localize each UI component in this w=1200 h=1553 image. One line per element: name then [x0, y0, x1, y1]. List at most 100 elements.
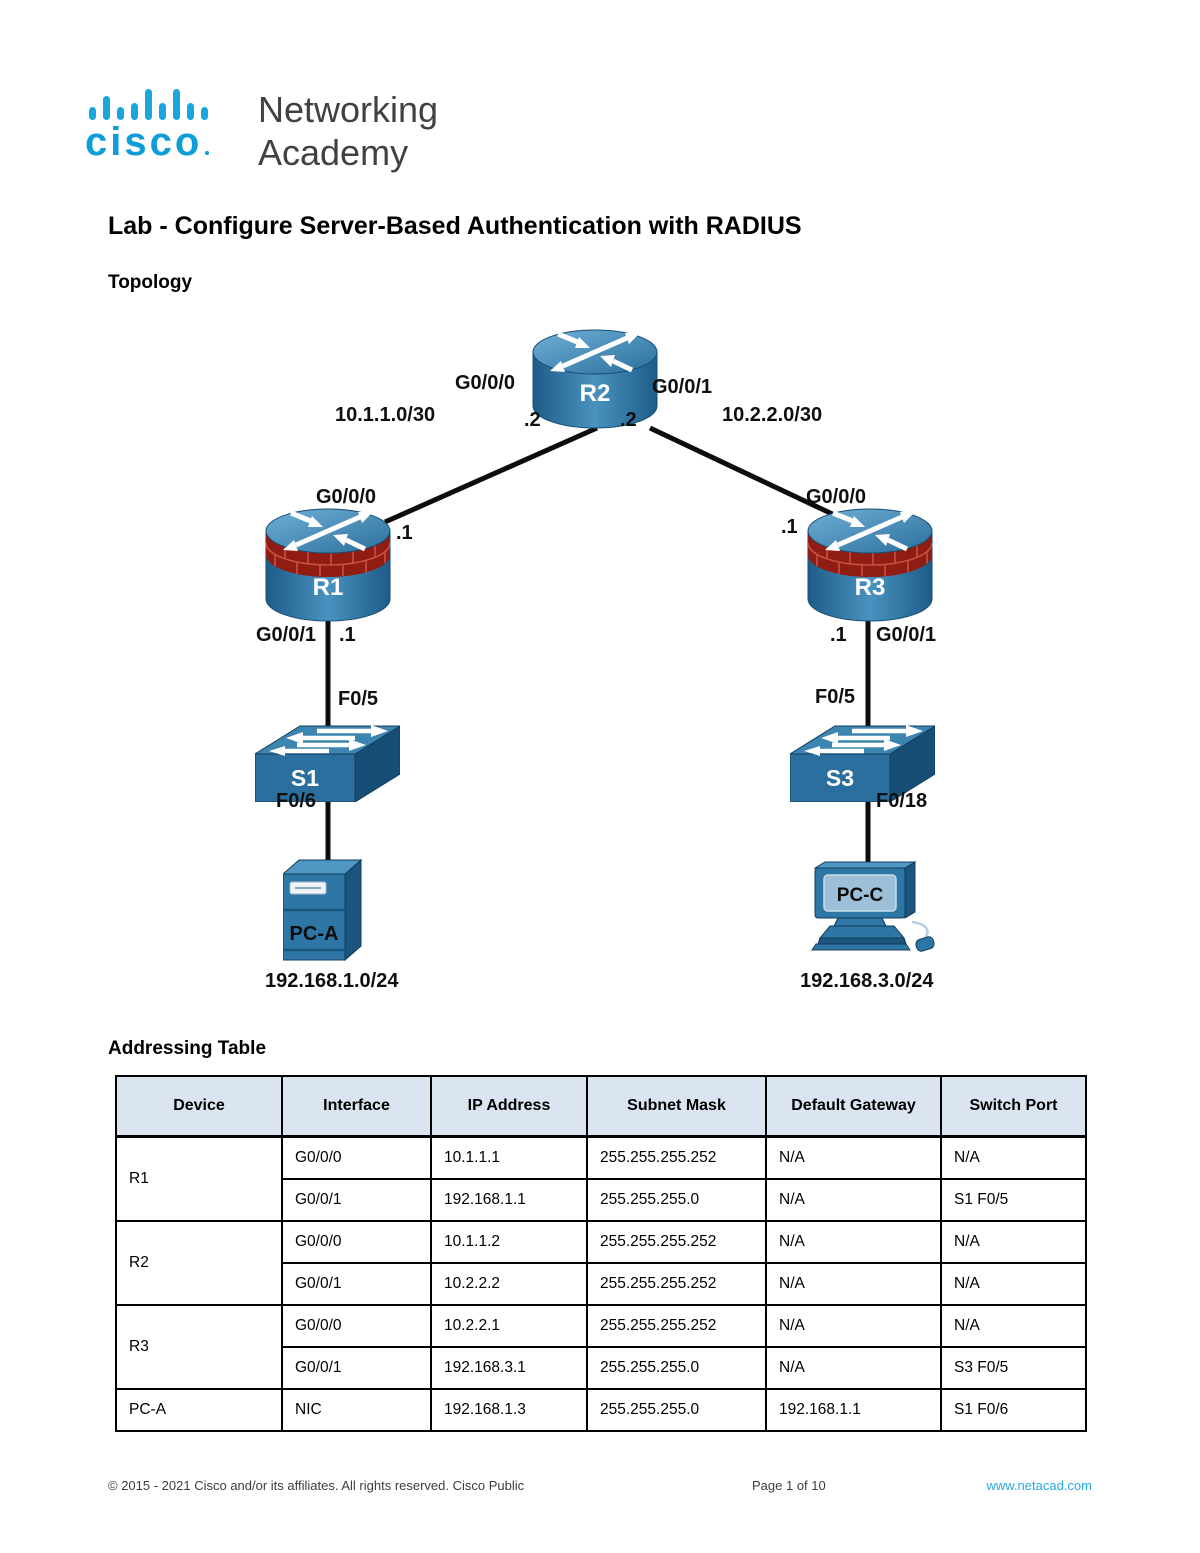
- label-s1-f06: F0/6: [276, 790, 317, 812]
- switch-s3: S3: [788, 712, 937, 807]
- label-subnet-r2-r3: 10.2.2.0/30: [722, 404, 823, 426]
- firewall-router-icon: R1: [265, 508, 391, 622]
- cell-subnet: 255.255.255.252: [586, 1304, 767, 1348]
- router-icon: R2: [532, 329, 658, 429]
- switch-s1: S1: [253, 712, 402, 807]
- label-r3-g000-host: .1: [781, 516, 798, 538]
- cell-ip: 10.1.1.1: [430, 1135, 588, 1180]
- cisco-bridge-icon: [89, 86, 209, 120]
- cell-port: N/A: [940, 1304, 1087, 1348]
- monitor-screen: [823, 874, 897, 912]
- cell-gateway: 192.168.1.1: [765, 1388, 942, 1432]
- table-row: PC-A NIC 192.168.1.3 255.255.255.0 192.1…: [115, 1388, 1087, 1432]
- cisco-logo: cisco: [85, 86, 210, 162]
- cell-port: N/A: [940, 1262, 1087, 1306]
- cell-gateway: N/A: [765, 1135, 942, 1180]
- switch-arrows-icon: [269, 725, 388, 756]
- label-r3-g001-host: .1: [830, 624, 847, 646]
- table-row: G0/0/1 192.168.3.1 255.255.255.0 N/A S3 …: [116, 1346, 1087, 1390]
- label-s3-f05: F0/5: [815, 686, 856, 708]
- switch-arrows-icon: [804, 725, 923, 756]
- label-r1-g001-host: .1: [339, 624, 356, 646]
- cell-interface: NIC: [281, 1388, 432, 1432]
- label-r1-g000-host: .1: [396, 522, 413, 544]
- router-r2-label: R2: [580, 380, 611, 407]
- router-arrows-icon: [283, 510, 373, 552]
- label-s3-f018: F0/18: [876, 790, 928, 812]
- pc-pcc: PC-C: [808, 860, 940, 965]
- switch-s1-label: S1: [291, 765, 319, 791]
- router-r1-label: R1: [313, 574, 344, 601]
- cell-ip: 192.168.1.1: [430, 1178, 588, 1222]
- cell-subnet: 255.255.255.252: [586, 1135, 767, 1180]
- table-row: R1 G0/0/0 10.1.1.1 255.255.255.252 N/A N…: [115, 1135, 1087, 1222]
- cell-port: S3 F0/5: [940, 1346, 1087, 1390]
- cell-port: S1 F0/6: [940, 1388, 1087, 1432]
- desktop-pc-icon: PC-C: [811, 861, 935, 952]
- label-r2-g001: G0/0/1: [652, 376, 713, 398]
- brick-band-icon: [808, 542, 932, 576]
- cell-gateway: N/A: [765, 1220, 942, 1264]
- footer-page-number: Page 1 of 10: [752, 1478, 826, 1493]
- cell-gateway: N/A: [765, 1346, 942, 1390]
- label-r2-g000: G0/0/0: [455, 372, 516, 394]
- router-arrows-icon: [825, 510, 915, 552]
- brick-band-icon: [266, 542, 390, 576]
- footer-website-link[interactable]: www.netacad.com: [986, 1478, 1093, 1493]
- addressing-heading: Addressing Table: [108, 1038, 267, 1059]
- cell-gateway: N/A: [765, 1178, 942, 1222]
- logo-line-networking: Networking: [258, 89, 439, 130]
- server-pca: PC-A: [281, 858, 373, 971]
- col-header-device: Device: [115, 1075, 283, 1138]
- footer-copyright: © 2015 - 2021 Cisco and/or its affiliate…: [108, 1478, 525, 1493]
- label-r3-g000: G0/0/0: [806, 486, 867, 508]
- link-r2-r3: [648, 425, 847, 523]
- label-subnet-r1-r2: 10.1.1.0/30: [335, 404, 436, 426]
- router-arrows-icon: [550, 331, 640, 373]
- table-row: G0/0/1 10.2.2.2 255.255.255.252 N/A N/A: [116, 1262, 1087, 1306]
- label-subnet-lan-a: 192.168.1.0/24: [265, 970, 399, 992]
- cell-ip: 10.1.1.2: [430, 1220, 588, 1264]
- router-r3-label: R3: [855, 574, 886, 601]
- label-s1-f05: F0/5: [338, 688, 379, 710]
- firewall-router-icon: R3: [807, 508, 933, 622]
- topology-diagram: R2: [0, 310, 1200, 1020]
- cell-interface: G0/0/1: [281, 1262, 432, 1306]
- router-r2: R2: [530, 322, 660, 435]
- trademark-dot: [205, 151, 210, 155]
- mouse-icon: [915, 936, 935, 952]
- router-r1: R1: [263, 505, 393, 628]
- label-r1-g000: G0/0/0: [316, 486, 377, 508]
- col-header-switchport: Switch Port: [940, 1075, 1087, 1138]
- cell-port: N/A: [940, 1135, 1087, 1180]
- cell-subnet: 255.255.255.0: [586, 1388, 767, 1432]
- cell-device: PC-A: [115, 1388, 283, 1432]
- link-r2-r1: [383, 425, 599, 525]
- label-r3-g001: G0/0/1: [876, 624, 937, 646]
- table-row: R3 G0/0/0 10.2.2.1 255.255.255.252 N/A N…: [115, 1304, 1087, 1390]
- server-icon: PC-A: [281, 858, 363, 962]
- cell-subnet: 255.255.255.252: [586, 1262, 767, 1306]
- cell-port: S1 F0/5: [940, 1178, 1087, 1222]
- addressing-table: Device Interface IP Address Subnet Mask …: [115, 1075, 1087, 1432]
- networking-academy-text: Networking Academy: [258, 88, 438, 174]
- label-subnet-lan-c: 192.168.3.0/24: [800, 970, 934, 992]
- table-header-row: Device Interface IP Address Subnet Mask …: [115, 1075, 1087, 1138]
- col-header-interface: Interface: [281, 1075, 432, 1138]
- cell-interface: G0/0/0: [281, 1135, 432, 1180]
- logo-line-academy: Academy: [258, 132, 409, 173]
- cell-device: R1: [115, 1135, 283, 1222]
- pc-pcc-label: PC-C: [837, 885, 884, 906]
- table-row: G0/0/1 192.168.1.1 255.255.255.0 N/A S1 …: [116, 1178, 1087, 1222]
- cell-interface: G0/0/0: [281, 1304, 432, 1348]
- cell-interface: G0/0/1: [281, 1178, 432, 1222]
- cell-gateway: N/A: [765, 1304, 942, 1348]
- router-r3: R3: [805, 505, 935, 628]
- col-header-ip: IP Address: [430, 1075, 588, 1138]
- table-row: R2 G0/0/0 10.1.1.2 255.255.255.252 N/A N…: [115, 1220, 1087, 1306]
- cell-subnet: 255.255.255.252: [586, 1220, 767, 1264]
- switch-s3-label: S3: [826, 765, 854, 791]
- label-r1-g001: G0/0/1: [256, 624, 317, 646]
- cell-interface: G0/0/1: [281, 1346, 432, 1390]
